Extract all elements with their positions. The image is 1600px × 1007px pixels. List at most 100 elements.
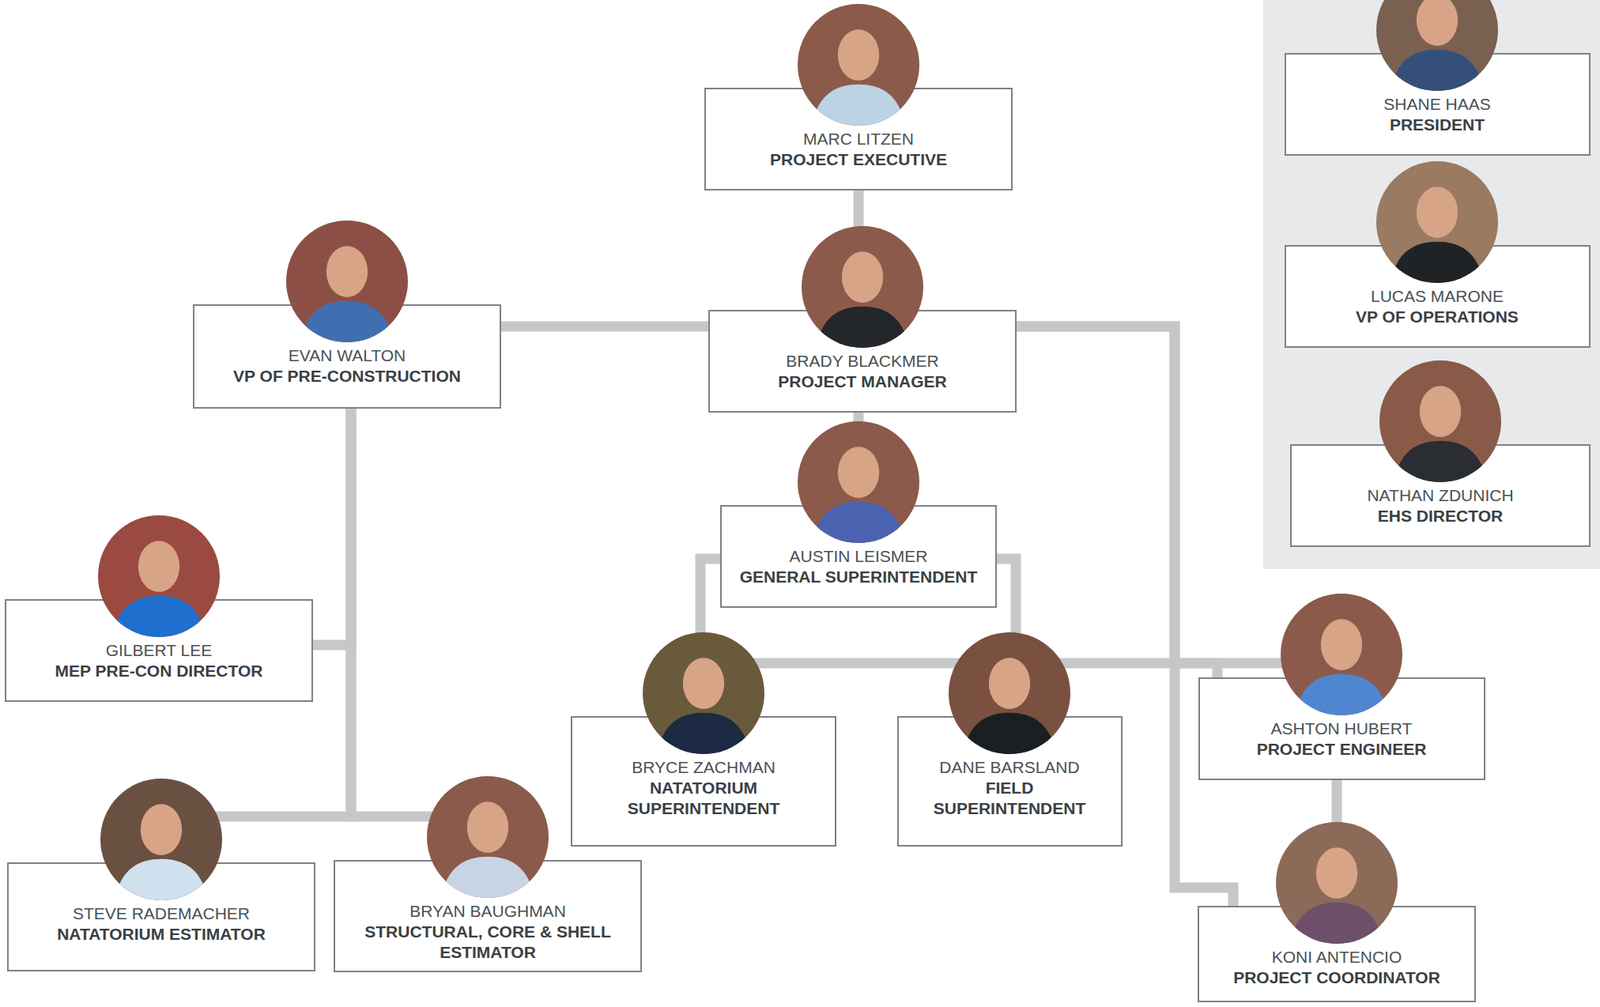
person-box: LUCAS MARONEVP OF OPERATIONS	[1284, 245, 1591, 348]
job-title: PROJECT MANAGER	[719, 371, 1006, 393]
person-name: BRYCE ZACHMAN	[581, 757, 826, 778]
portrait-ground	[426, 776, 549, 899]
portrait-figure	[801, 226, 924, 348]
portrait-figure	[1379, 360, 1502, 483]
portrait-shoulders	[962, 713, 1056, 755]
portrait-figure	[286, 220, 408, 343]
job-title: PRESIDENT	[1295, 114, 1580, 136]
portrait-ground	[286, 220, 408, 343]
portrait-head	[1416, 186, 1458, 238]
person-box: GILBERT LEEMEP PRE-CON DIRECTOR	[4, 599, 314, 702]
job-title: NATATORIUM ESTIMATOR	[18, 924, 305, 945]
portrait-head	[1419, 385, 1461, 438]
person-name: AUSTIN LEISMER	[731, 546, 986, 567]
portrait-head	[138, 540, 180, 593]
portrait-photo	[98, 515, 220, 638]
portrait-head	[837, 29, 880, 81]
portrait-head	[841, 251, 884, 303]
reporting-line	[1016, 326, 1218, 678]
portrait-photo	[948, 632, 1071, 755]
portrait-shoulders	[811, 84, 905, 126]
portrait-photo	[100, 778, 223, 901]
portrait-photo	[797, 421, 920, 544]
portrait-ground	[1379, 360, 1502, 483]
portrait-figure	[1376, 0, 1499, 91]
person-box: STEVE RADEMACHERNATATORIUM ESTIMATOR	[7, 862, 316, 972]
portrait-shoulders	[1290, 902, 1383, 944]
reporting-line	[501, 321, 709, 333]
portrait-head	[1416, 0, 1458, 46]
portrait-shoulders	[1390, 49, 1484, 91]
portrait-shoulders	[300, 301, 393, 343]
portrait-shoulders	[1294, 674, 1388, 716]
person-box: DANE BARSLANDFIELD SUPERINTENDENT	[897, 716, 1123, 847]
job-title: PROJECT COORDINATOR	[1208, 967, 1465, 989]
portrait-head	[326, 245, 368, 298]
portrait-figure	[642, 632, 765, 755]
portrait-head	[1316, 847, 1358, 899]
person-box: SHANE HAASPRESIDENT	[1284, 52, 1591, 156]
person-box: MARC LITZENPROJECT EXECUTIVE	[704, 87, 1013, 191]
person-name: DANE BARSLAND	[908, 757, 1112, 778]
portrait-photo	[1280, 593, 1403, 716]
person-box: ASHTON HUBERTPROJECT ENGINEER	[1198, 677, 1486, 781]
portrait-ground	[797, 3, 920, 126]
portrait-shoulders	[1393, 441, 1487, 483]
portrait-figure	[948, 632, 1071, 755]
portrait-ground	[797, 421, 920, 544]
person-name: GILBERT LEE	[15, 640, 302, 661]
reporting-line	[350, 408, 443, 861]
reporting-line	[313, 408, 351, 646]
job-title: NATATORIUM SUPERINTENDENT	[581, 777, 826, 819]
portrait-ground	[1280, 593, 1403, 716]
portrait-figure	[1275, 822, 1398, 944]
portrait-ground	[1275, 822, 1398, 944]
person-name: MARC LITZEN	[715, 128, 1002, 150]
portrait-head	[837, 446, 880, 499]
job-title: STRUCTURAL, CORE & SHELL ESTIMATOR	[344, 921, 631, 963]
person-box: NATHAN ZDUNICHEHS DIRECTOR	[1290, 444, 1591, 548]
person-box: AUSTIN LEISMERGENERAL SUPERINTENDENT	[720, 505, 997, 608]
person-name: BRADY BLACKMER	[719, 350, 1006, 372]
portrait-head	[683, 657, 725, 710]
portrait-photo	[1376, 161, 1499, 284]
person-box: BRYAN BAUGHMANSTRUCTURAL, CORE & SHELL E…	[333, 860, 642, 973]
portrait-figure	[1280, 593, 1403, 716]
job-title: PROJECT ENGINEER	[1209, 739, 1475, 760]
portrait-head	[140, 803, 182, 856]
portrait-head	[988, 657, 1031, 710]
person-name: BRYAN BAUGHMAN	[344, 901, 631, 922]
portrait-photo	[1376, 0, 1499, 91]
person-box: BRYCE ZACHMANNATATORIUM SUPERINTENDENT	[570, 716, 837, 847]
portrait-ground	[801, 226, 924, 348]
portrait-photo	[1379, 360, 1502, 483]
portrait-shoulders	[112, 596, 205, 638]
portrait-shoulders	[656, 713, 750, 755]
portrait-shoulders	[441, 856, 534, 899]
person-name: KONI ANTENCIO	[1208, 947, 1465, 968]
job-title: EHS DIRECTOR	[1301, 505, 1580, 527]
portrait-figure	[797, 3, 920, 126]
portrait-photo	[797, 3, 920, 126]
person-name: EVAN WALTON	[203, 345, 491, 367]
portrait-figure	[426, 776, 549, 899]
portrait-ground	[642, 632, 765, 755]
person-name: NATHAN ZDUNICH	[1301, 485, 1580, 506]
portrait-ground	[98, 515, 220, 638]
portrait-ground	[1376, 0, 1499, 91]
portrait-ground	[1376, 161, 1499, 284]
job-title: VP OF PRE-CONSTRUCTION	[203, 366, 491, 387]
job-title: GENERAL SUPERINTENDENT	[731, 566, 986, 588]
person-box: EVAN WALTONVP OF PRE-CONSTRUCTION	[192, 304, 502, 409]
portrait-figure	[797, 421, 920, 544]
portrait-figure	[100, 778, 223, 901]
person-box: BRADY BLACKMERPROJECT MANAGER	[708, 309, 1017, 413]
portrait-figure	[98, 515, 220, 638]
job-title: MEP PRE-CON DIRECTOR	[15, 660, 302, 682]
job-title: FIELD SUPERINTENDENT	[908, 777, 1112, 819]
job-title: PROJECT EXECUTIVE	[715, 149, 1002, 170]
portrait-head	[467, 801, 509, 853]
portrait-head	[1320, 618, 1363, 671]
portrait-shoulders	[114, 859, 208, 901]
